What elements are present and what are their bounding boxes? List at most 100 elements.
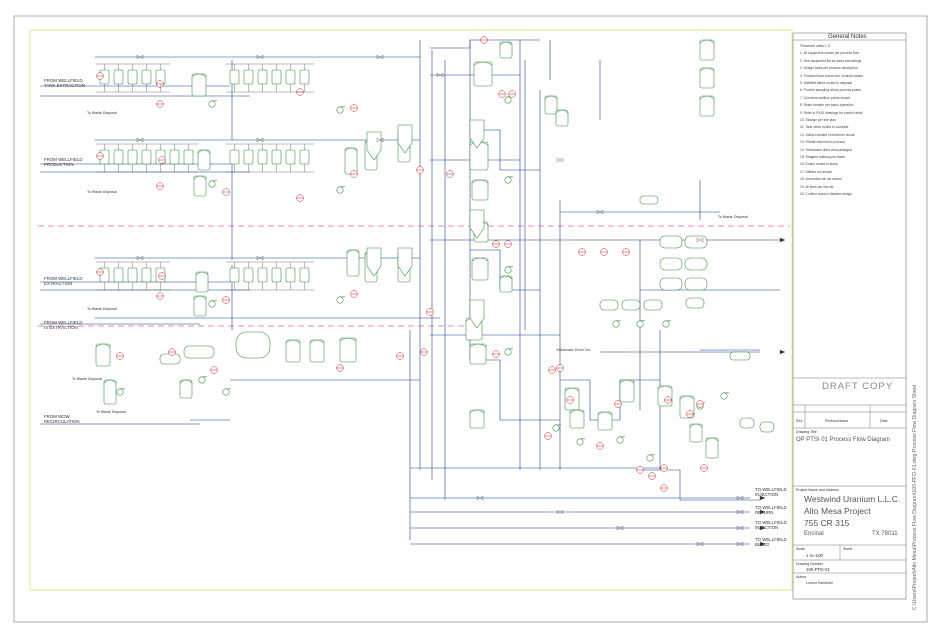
pump [636, 320, 644, 328]
storage-tank [179, 379, 193, 399]
scale-value: 1 in=100 [806, 553, 823, 558]
sheet-label: Sheet [843, 547, 853, 551]
vessel [684, 257, 708, 271]
tank-head [699, 39, 715, 44]
valve [736, 525, 744, 531]
line-work [96, 54, 786, 547]
pump [504, 96, 512, 104]
tank-head [564, 387, 580, 392]
tank-head [471, 179, 489, 184]
pump [662, 320, 670, 328]
thickener [469, 119, 485, 149]
vessel [643, 299, 663, 311]
vessel [684, 277, 708, 291]
storage-tank [339, 337, 357, 363]
valve [376, 137, 384, 143]
pipe-run [470, 249, 540, 291]
thickener [366, 247, 382, 277]
ix-column [285, 69, 296, 85]
small-label: To Waste Disposal [87, 307, 117, 311]
pump [116, 388, 124, 396]
valve [436, 72, 444, 78]
pump [504, 266, 512, 274]
storage-tank [469, 343, 487, 365]
storage-tank [471, 257, 489, 281]
flow-arrow [779, 349, 786, 355]
tank-head [619, 379, 635, 384]
general-note-line: 7. Chemical addition points shown [800, 95, 851, 100]
storage-tank [471, 179, 489, 201]
flow-arrow [779, 237, 786, 243]
tank-head [309, 339, 325, 344]
valve [136, 255, 144, 261]
general-note-line: 3. Design basis per process description [800, 66, 858, 71]
pump [336, 106, 344, 114]
storage-tank [699, 67, 715, 89]
flow-arrow [759, 509, 766, 515]
storage-tank [193, 295, 207, 317]
project-name: Alto Mesa Project [804, 506, 871, 516]
storage-tank [699, 39, 715, 61]
drawing-number: 100-PFD-01 [806, 567, 830, 572]
vessel [159, 353, 181, 365]
valve [696, 237, 704, 243]
tank-head [193, 295, 207, 300]
vessel [599, 299, 619, 311]
valve [736, 495, 744, 501]
valve [256, 54, 264, 60]
tank-head [195, 271, 209, 276]
storage-tank [597, 411, 613, 431]
small-label: To Waste Disposal [87, 190, 117, 194]
pump [504, 176, 512, 184]
tank-head [699, 95, 715, 100]
vessel [684, 235, 708, 249]
storage-tank [95, 343, 111, 367]
small-label: To Waste Disposal [96, 410, 126, 414]
valve [556, 509, 564, 515]
storage-tank [499, 41, 513, 59]
ix-column [299, 69, 310, 85]
storage-tank [619, 379, 635, 403]
thickener [397, 247, 413, 277]
small-label: To Waste Disposal [718, 215, 748, 219]
general-note-line: 14. Yellowcake dried and packaged [800, 147, 852, 152]
equipment-set [95, 39, 775, 462]
revision-col-description: Revision/Issue [825, 419, 849, 423]
author-label: Author [796, 575, 807, 579]
ix-column [299, 267, 310, 283]
pump [222, 388, 230, 396]
pump [646, 454, 654, 462]
tank-head [469, 343, 487, 348]
ix-column [127, 69, 138, 85]
storage-tank [469, 409, 485, 429]
valve [256, 255, 264, 261]
ix-column [271, 69, 282, 85]
drawing-title-label: Drawing Title [796, 430, 817, 434]
storage-tank [344, 147, 358, 175]
valve [556, 157, 564, 163]
project-location: Encinal [804, 531, 824, 537]
valve [376, 54, 384, 60]
small-label: Yellowcake Drum Out [556, 348, 591, 352]
ix-column [141, 267, 152, 283]
ix-column [127, 149, 138, 165]
revision-col-rev: Rev [796, 419, 803, 423]
tank-head [197, 149, 211, 154]
pump [336, 186, 344, 194]
revision-col-date: Date [880, 419, 888, 423]
tank-head [191, 73, 207, 78]
general-note-line: 8. Resin transfer per batch operation [800, 103, 854, 108]
tank-head [499, 41, 513, 46]
storage-tank [285, 339, 301, 363]
ix-column [113, 149, 124, 165]
tank-head [699, 67, 715, 72]
vessel [759, 421, 775, 433]
ix-column [113, 267, 124, 283]
